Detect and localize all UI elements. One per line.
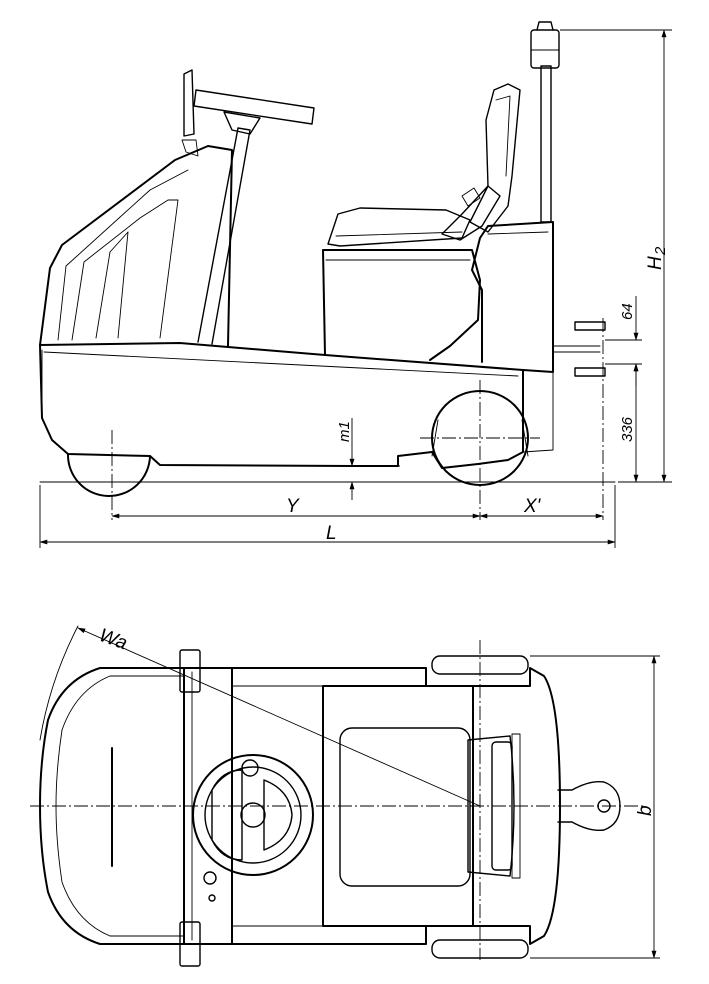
- top-rear-wheel-left: [431, 655, 529, 675]
- side-view: L Y X' m1 H 2 64 336: [39, 21, 672, 548]
- steering-wheel: [193, 89, 315, 125]
- top-control-2: [208, 894, 216, 902]
- hood-panel-line-1: [57, 169, 189, 341]
- top-steering-wheel: [192, 754, 314, 876]
- seat-back: [469, 83, 521, 233]
- top-mirror-right: [179, 921, 201, 967]
- dim-Y-label: Y: [286, 496, 300, 517]
- dim-b-label: b: [635, 805, 656, 816]
- hood-panel-line-3: [95, 231, 129, 339]
- top-tow-hitch: [557, 780, 621, 832]
- top-seat-frame: [511, 733, 521, 879]
- Wa-radius-line: [77, 627, 481, 807]
- seat-lever: [461, 187, 481, 207]
- svg-text:2: 2: [652, 246, 669, 256]
- beacon-lamp: [530, 29, 560, 69]
- dim-m1-label: m1: [336, 421, 353, 442]
- rear-body-top-line: [487, 231, 549, 235]
- top-body: [231, 667, 561, 945]
- top-seat: [467, 735, 515, 877]
- dim-336-label: 336: [619, 416, 636, 442]
- dim-Wa-label: Wa: [96, 625, 130, 654]
- coupling-jaw: [552, 345, 601, 353]
- hood-panel-line-2: [71, 199, 179, 341]
- top-control-1: [203, 871, 217, 885]
- seat-back-line: [495, 95, 511, 177]
- coupling-upper-pin: [574, 321, 606, 331]
- top-seat-base: [339, 727, 471, 887]
- dim-64-label: 64: [619, 303, 636, 320]
- knob-base: [181, 139, 199, 157]
- top-tow-pin: [597, 799, 611, 813]
- beacon-cap: [536, 21, 554, 31]
- coupling-lower-pin: [574, 367, 606, 377]
- top-front-hood-inner: [55, 675, 185, 937]
- top-battery-cover: [322, 685, 474, 927]
- battery-box: [322, 249, 481, 361]
- seat-cushion: [327, 207, 471, 247]
- dim-X-label: X': [523, 496, 542, 517]
- top-knob: [241, 759, 259, 777]
- front-wheel: [66, 453, 151, 497]
- top-steering-spoke-left: [211, 769, 243, 861]
- top-front-hood: [39, 667, 185, 945]
- top-steering-hub: [240, 802, 266, 828]
- top-rear-wheel-right: [431, 939, 529, 959]
- rear-bumper: [522, 371, 554, 453]
- top-steering-spoke-right: [263, 779, 293, 851]
- top-steering-wheel-inner: [204, 766, 302, 864]
- steering-knob: [183, 69, 195, 137]
- rear-body: [471, 221, 554, 373]
- front-hood: [39, 145, 233, 347]
- steering-hub: [223, 111, 261, 135]
- dim-H2-label: H 2: [645, 246, 669, 270]
- top-mirror-left: [179, 649, 201, 693]
- Wa-arc: [39, 625, 79, 741]
- top-view: Wa b: [30, 625, 660, 967]
- dim-L-label: L: [326, 523, 337, 544]
- steering-column: [197, 127, 251, 345]
- seat-armrest: [441, 185, 501, 241]
- seat-cushion-line: [335, 231, 463, 237]
- svg-text:H: H: [645, 256, 666, 270]
- chassis-body: [39, 342, 524, 469]
- chassis-highlight: [43, 351, 519, 377]
- lamp-mast: [540, 65, 552, 223]
